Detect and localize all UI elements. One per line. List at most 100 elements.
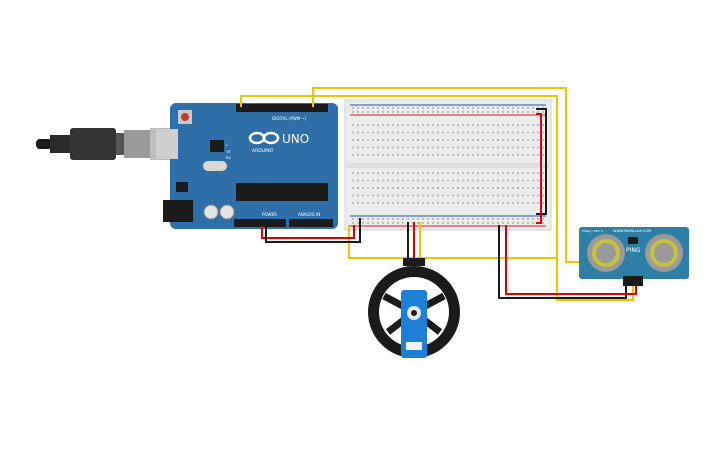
breadboard-hole[interactable] bbox=[442, 187, 444, 189]
breadboard-hole[interactable] bbox=[517, 179, 519, 182]
breadboard-hole[interactable] bbox=[457, 187, 459, 189]
breadboard-hole[interactable] bbox=[392, 179, 394, 182]
breadboard-hole[interactable] bbox=[452, 202, 454, 204]
breadboard-hole[interactable] bbox=[472, 179, 474, 182]
breadboard-hole[interactable] bbox=[367, 222, 369, 224]
breadboard-hole[interactable] bbox=[442, 172, 444, 174]
breadboard-hole[interactable] bbox=[527, 124, 529, 126]
breadboard-hole[interactable] bbox=[527, 131, 529, 134]
breadboard-hole[interactable] bbox=[517, 172, 519, 174]
breadboard-hole[interactable] bbox=[437, 179, 439, 182]
breadboard-hole[interactable] bbox=[497, 187, 499, 189]
breadboard-hole[interactable] bbox=[497, 202, 499, 204]
breadboard-hole[interactable] bbox=[387, 187, 389, 189]
breadboard-hole[interactable] bbox=[502, 124, 504, 126]
breadboard-hole[interactable] bbox=[537, 111, 539, 113]
breadboard-hole[interactable] bbox=[367, 179, 369, 182]
breadboard-hole[interactable] bbox=[412, 179, 414, 182]
breadboard-hole[interactable] bbox=[362, 202, 364, 204]
wire-yellow-signal[interactable] bbox=[348, 225, 557, 259]
breadboard-hole[interactable] bbox=[522, 146, 524, 149]
breadboard-hole[interactable] bbox=[397, 124, 399, 126]
breadboard-hole[interactable] bbox=[432, 218, 434, 220]
breadboard-hole[interactable] bbox=[382, 172, 384, 174]
breadboard-hole[interactable] bbox=[542, 187, 544, 189]
breadboard-hole[interactable] bbox=[537, 202, 539, 204]
breadboard-hole[interactable] bbox=[542, 194, 544, 197]
breadboard-hole[interactable] bbox=[502, 194, 504, 197]
breadboard-hole[interactable] bbox=[392, 131, 394, 134]
breadboard-hole[interactable] bbox=[462, 172, 464, 174]
breadboard-hole[interactable] bbox=[457, 107, 459, 109]
breadboard-hole[interactable] bbox=[462, 131, 464, 134]
breadboard-hole[interactable] bbox=[352, 194, 354, 197]
breadboard-hole[interactable] bbox=[437, 139, 439, 141]
breadboard-hole[interactable] bbox=[427, 222, 429, 224]
breadboard-hole[interactable] bbox=[402, 146, 404, 149]
breadboard-hole[interactable] bbox=[412, 202, 414, 204]
breadboard-hole[interactable] bbox=[407, 146, 409, 149]
breadboard-hole[interactable] bbox=[492, 154, 494, 156]
breadboard-hole[interactable] bbox=[487, 202, 489, 204]
breadboard-hole[interactable] bbox=[362, 194, 364, 197]
breadboard-hole[interactable] bbox=[522, 111, 524, 113]
breadboard-hole[interactable] bbox=[487, 172, 489, 174]
breadboard-hole[interactable] bbox=[512, 172, 514, 174]
breadboard-hole[interactable] bbox=[432, 139, 434, 141]
breadboard-hole[interactable] bbox=[517, 124, 519, 126]
breadboard-hole[interactable] bbox=[352, 172, 354, 174]
breadboard-hole[interactable] bbox=[357, 202, 359, 204]
breadboard-hole[interactable] bbox=[427, 146, 429, 149]
breadboard-hole[interactable] bbox=[507, 179, 509, 182]
breadboard-hole[interactable] bbox=[422, 222, 424, 224]
breadboard-hole[interactable] bbox=[397, 111, 399, 113]
breadboard-hole[interactable] bbox=[382, 194, 384, 197]
breadboard-hole[interactable] bbox=[437, 202, 439, 204]
breadboard-hole[interactable] bbox=[402, 187, 404, 189]
breadboard-hole[interactable] bbox=[467, 107, 469, 109]
breadboard-hole[interactable] bbox=[402, 218, 404, 220]
breadboard-hole[interactable] bbox=[462, 179, 464, 182]
breadboard-hole[interactable] bbox=[537, 131, 539, 134]
breadboard-hole[interactable] bbox=[522, 218, 524, 220]
breadboard-hole[interactable] bbox=[387, 146, 389, 149]
breadboard-hole[interactable] bbox=[432, 146, 434, 149]
breadboard-hole[interactable] bbox=[457, 179, 459, 182]
breadboard-hole[interactable] bbox=[472, 194, 474, 197]
breadboard-hole[interactable] bbox=[452, 111, 454, 113]
breadboard-hole[interactable] bbox=[372, 154, 374, 156]
breadboard-hole[interactable] bbox=[482, 194, 484, 197]
breadboard-hole[interactable] bbox=[437, 194, 439, 197]
breadboard-hole[interactable] bbox=[357, 124, 359, 126]
breadboard-hole[interactable] bbox=[542, 202, 544, 204]
breadboard-hole[interactable] bbox=[447, 139, 449, 141]
breadboard-hole[interactable] bbox=[462, 146, 464, 149]
breadboard-hole[interactable] bbox=[442, 146, 444, 149]
breadboard-hole[interactable] bbox=[482, 218, 484, 220]
breadboard-hole[interactable] bbox=[352, 218, 354, 220]
breadboard-hole[interactable] bbox=[397, 194, 399, 197]
breadboard-hole[interactable] bbox=[457, 222, 459, 224]
breadboard-hole[interactable] bbox=[382, 218, 384, 220]
breadboard-hole[interactable] bbox=[507, 222, 509, 224]
breadboard-hole[interactable] bbox=[372, 111, 374, 113]
breadboard-hole[interactable] bbox=[522, 187, 524, 189]
breadboard-hole[interactable] bbox=[477, 111, 479, 113]
breadboard-hole[interactable] bbox=[507, 218, 509, 220]
breadboard-hole[interactable] bbox=[437, 187, 439, 189]
breadboard-hole[interactable] bbox=[492, 131, 494, 134]
breadboard-hole[interactable] bbox=[417, 194, 419, 197]
breadboard-hole[interactable] bbox=[512, 124, 514, 126]
breadboard-hole[interactable] bbox=[462, 111, 464, 113]
breadboard-hole[interactable] bbox=[382, 179, 384, 182]
breadboard-hole[interactable] bbox=[517, 218, 519, 220]
breadboard-hole[interactable] bbox=[372, 146, 374, 149]
breadboard-hole[interactable] bbox=[452, 179, 454, 182]
breadboard-hole[interactable] bbox=[462, 202, 464, 204]
breadboard-hole[interactable] bbox=[467, 172, 469, 174]
breadboard-hole[interactable] bbox=[462, 107, 464, 109]
breadboard-hole[interactable] bbox=[447, 179, 449, 182]
breadboard-hole[interactable] bbox=[427, 218, 429, 220]
breadboard-hole[interactable] bbox=[487, 146, 489, 149]
breadboard-hole[interactable] bbox=[482, 107, 484, 109]
